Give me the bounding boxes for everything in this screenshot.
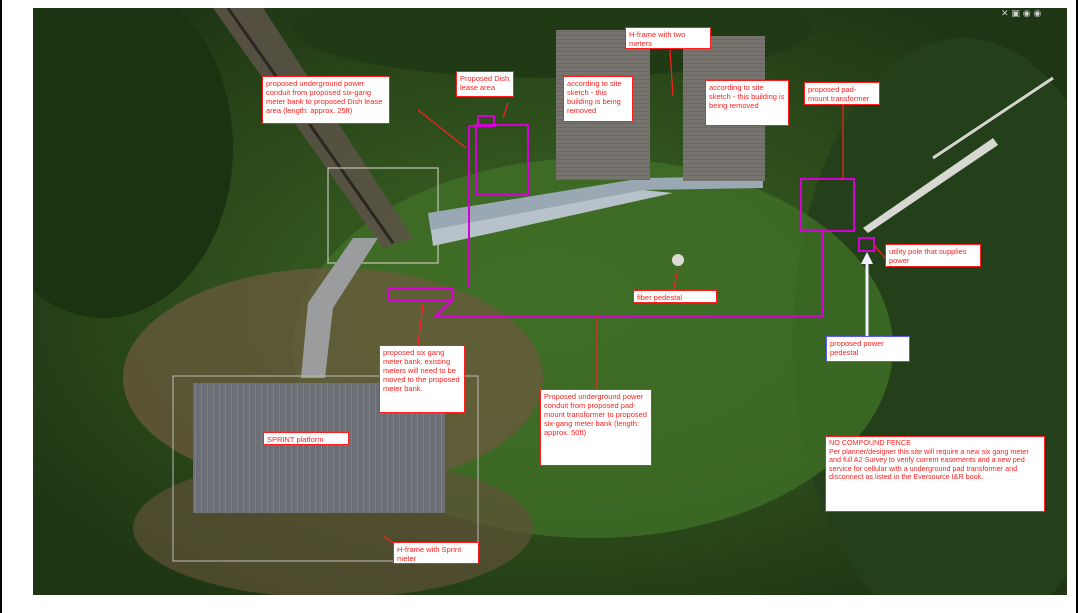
metal-walkway <box>301 238 378 378</box>
tower-shadow <box>226 8 395 244</box>
utility-pole-outline <box>858 237 875 252</box>
fiber-pedestal-marker <box>672 254 684 266</box>
tree-cover-left <box>33 8 233 318</box>
site-overlay: ✕ ▣ ◉ ◉ <box>33 8 1067 595</box>
utility-line <box>932 76 1054 160</box>
label-power-pedestal: proposed power pedestal <box>826 336 910 362</box>
ice-bridge-upper <box>428 176 763 233</box>
meter-bank-outline <box>388 287 453 301</box>
label-hframe-two-meters: H-frame with two meters <box>625 27 711 49</box>
sprint-compound-fence <box>172 375 479 562</box>
label-fiber-pedestal: fiber pedestal <box>633 290 717 303</box>
fallen-pole <box>863 138 998 233</box>
ice-bridge-lower <box>431 190 673 246</box>
dish-lease-marker <box>477 115 495 127</box>
tree-cover-top <box>293 8 813 78</box>
label-hframe-sprint-meter: H-frame with Sprint meter <box>393 542 479 564</box>
pedestal-arrow-head <box>861 252 873 264</box>
label-pad-mount-transformer: proposed pad-mount transformer <box>804 82 880 105</box>
label-building-removed-2: according to site sketch - this building… <box>705 80 789 126</box>
dish-lease-outline <box>475 124 529 196</box>
leader-lines <box>382 49 886 544</box>
label-no-compound-fence: NO COMPOUND FENCE Per planner/designer t… <box>825 436 1045 512</box>
viewer-controls-icon: ✕ ▣ ◉ ◉ <box>1001 9 1041 19</box>
label-utility-pole: utility pole that supplies power <box>885 244 981 267</box>
label-conduit-to-transformer: Proposed underground power conduit from … <box>540 389 652 466</box>
label-six-gang-meter-bank: proposed six gang meter bank. existing m… <box>379 345 465 413</box>
label-sprint-platform: SPRINT platform <box>263 432 349 445</box>
aerial-site-photo: ✕ ▣ ◉ ◉ proposed underground power condu… <box>33 8 1067 595</box>
transformer-outline <box>800 178 855 232</box>
label-conduit-to-dish: proposed underground power conduit from … <box>262 76 390 124</box>
label-dish-lease-area: Proposed Dish lease area <box>456 71 514 97</box>
label-building-removed-1: according to site sketch - this building… <box>563 76 633 122</box>
conduit-to-transformer <box>433 231 824 317</box>
